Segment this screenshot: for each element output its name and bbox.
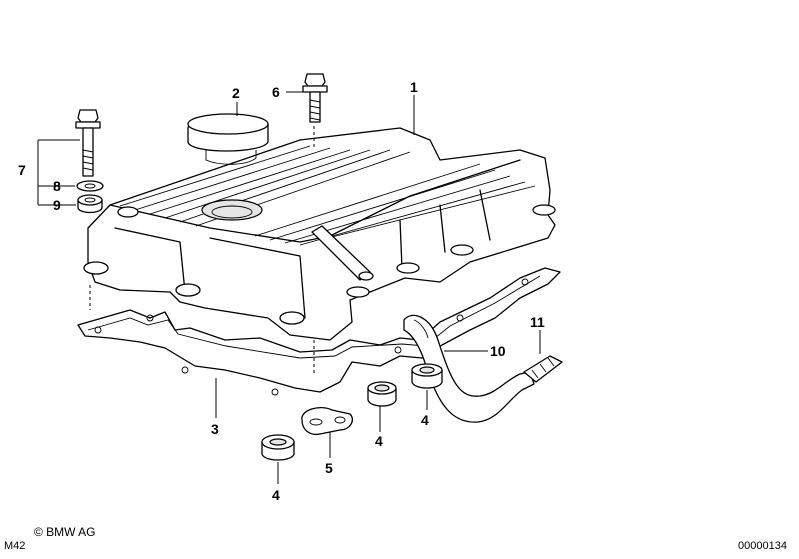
grommet-b[interactable] bbox=[367, 381, 397, 407]
oil-filler-cap[interactable] bbox=[187, 113, 269, 165]
callout-9: 9 bbox=[53, 197, 61, 213]
copyright-text: © BMW AG bbox=[34, 525, 96, 539]
bolt-7[interactable] bbox=[75, 109, 101, 177]
callout-5: 5 bbox=[325, 460, 333, 476]
callout-4c: 4 bbox=[421, 412, 429, 428]
callout-7: 7 bbox=[18, 162, 26, 178]
callout-11: 11 bbox=[530, 314, 545, 330]
leader-lines bbox=[37, 91, 541, 484]
callouts: 1 2 6 7 8 9 3 4 5 4 4 10 11 bbox=[18, 79, 545, 503]
callout-3: 3 bbox=[211, 421, 219, 437]
bolt-6[interactable] bbox=[302, 73, 328, 123]
bushing-9[interactable] bbox=[77, 194, 103, 214]
callout-6: 6 bbox=[272, 84, 280, 100]
callout-4b: 4 bbox=[375, 433, 383, 449]
callout-1: 1 bbox=[410, 79, 418, 95]
callout-4a: 4 bbox=[272, 487, 280, 503]
grommet-a[interactable] bbox=[261, 434, 295, 461]
diagram-number: 00000134 bbox=[738, 540, 787, 552]
cylinder-head-cover[interactable] bbox=[83, 127, 556, 341]
washer-8[interactable] bbox=[76, 180, 104, 192]
gasket[interactable] bbox=[77, 267, 561, 396]
callout-10: 10 bbox=[490, 343, 506, 359]
model-code: M42 bbox=[4, 540, 26, 552]
callout-8: 8 bbox=[53, 178, 61, 194]
grommet-c[interactable] bbox=[411, 363, 443, 389]
seal-5[interactable] bbox=[301, 406, 354, 436]
hose-connector[interactable] bbox=[523, 355, 563, 383]
callout-2: 2 bbox=[232, 85, 240, 101]
